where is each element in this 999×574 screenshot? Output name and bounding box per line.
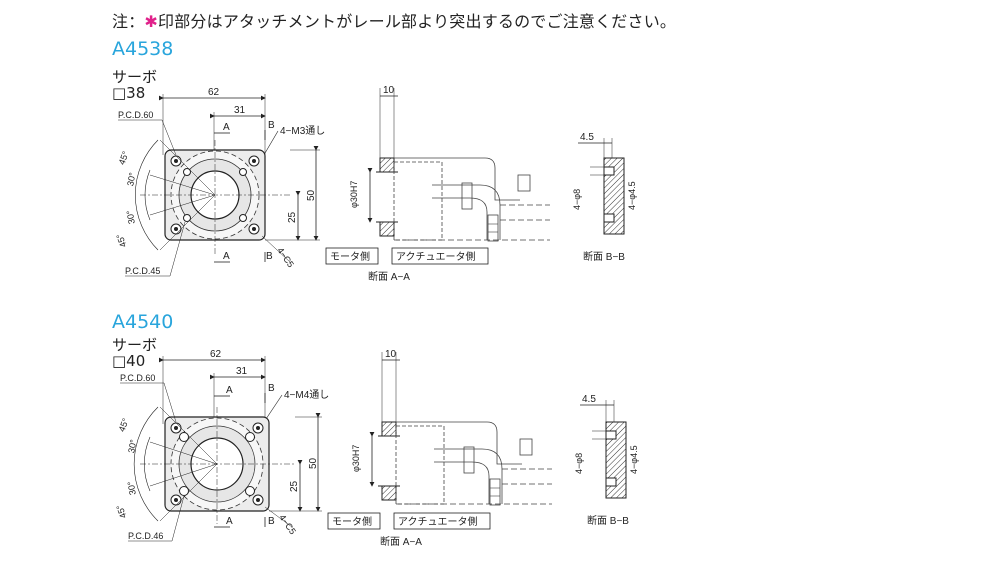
hole-spec: 4−M3通し (280, 125, 325, 137)
section-mark-a-bottom: A (223, 251, 230, 262)
dim-62: 62 (210, 349, 222, 360)
actuator-side-label: アクチュエータ側 (396, 250, 476, 263)
dim-10: 10 (383, 85, 395, 96)
angle-45-top: 45° (117, 149, 131, 166)
pcd-bottom: P.C.D.46 (128, 531, 163, 541)
size-label-2: □40 (112, 352, 146, 370)
dim-31: 31 (236, 366, 248, 377)
section-aa-1: 10 φ30H7 モータ側 アクチュエータ側 断面 A−A (325, 85, 550, 283)
front-view-1: 62 31 A B 4−M3通し 45° (114, 87, 325, 277)
dim-25: 25 (287, 211, 298, 223)
section-mark-a-top: A (226, 385, 233, 396)
dim-50: 50 (308, 457, 319, 469)
type-label-1: サーボ (112, 68, 158, 86)
section-aa-2: 10 φ30H7 モータ側 アクチュエータ側 断面 A−A (327, 349, 552, 548)
dim-4-5: 4.5 (582, 394, 596, 405)
type-label-2: サーボ (112, 336, 158, 354)
angle-45-top: 45° (117, 416, 131, 433)
model-a4538-title: A4538 (112, 38, 174, 60)
section-mark-a-bottom: A (226, 516, 233, 527)
front-view-2: 62 31 A B 4−M4通し 45° 30° 30° 45° P.C.D. (114, 349, 329, 542)
model-a4540-title: A4540 (112, 311, 174, 333)
dim-10: 10 (385, 349, 397, 360)
dim-50: 50 (306, 189, 317, 201)
chamfer-c5: 4−C5 (277, 513, 298, 537)
dim-4-phi8: 4−φ8 (574, 453, 584, 474)
hole-spec: 4−M4通し (284, 389, 329, 401)
pcd-bottom: P.C.D.45 (125, 266, 160, 276)
section-aa-caption: 断面 A−A (380, 535, 422, 548)
dim-25: 25 (289, 480, 300, 492)
dim-62: 62 (208, 87, 220, 98)
section-bb-caption: 断面 B−B (587, 514, 629, 527)
section-mark-b-top: B (268, 383, 275, 394)
angle-45-bottom: 45° (114, 503, 128, 520)
dim-4-phi4-5: 4−φ4.5 (627, 181, 637, 210)
actuator-side-label: アクチュエータ側 (398, 515, 478, 528)
angle-30-bottom: 30° (126, 480, 138, 496)
angle-30-top: 30° (126, 438, 138, 454)
section-mark-a-top: A (223, 122, 230, 133)
motor-side-label: モータ側 (330, 250, 370, 263)
dim-4-phi8: 4−φ8 (572, 189, 582, 210)
section-bb-caption: 断面 B−B (583, 250, 625, 263)
chamfer-c5: 4−C5 (275, 246, 296, 270)
section-mark-b-bottom: B (268, 516, 275, 527)
pcd-top: P.C.D.60 (120, 373, 155, 383)
motor-side-label: モータ側 (332, 515, 372, 528)
section-mark-b-bottom: B (266, 251, 273, 262)
section-mark-b-top: B (268, 120, 275, 131)
angle-45-bottom: 45° (114, 232, 128, 249)
dim-4-phi4-5: 4−φ4.5 (629, 445, 639, 474)
star-mark: ✱ (144, 12, 159, 31)
section-bb-1: 4.5 4−φ8 4−φ4.5 断面 B−B (572, 132, 637, 263)
bore-dim: φ30H7 (351, 445, 361, 472)
dim-4-5: 4.5 (580, 132, 594, 143)
section-aa-caption: 断面 A−A (368, 270, 410, 283)
bore-dim: φ30H7 (349, 181, 359, 208)
section-bb-2: 4.5 4−φ8 4−φ4.5 断面 B−B (574, 394, 639, 527)
size-label-1: □38 (112, 84, 146, 102)
angle-30-bottom: 30° (125, 209, 137, 225)
dim-31: 31 (234, 105, 246, 116)
pcd-top: P.C.D.60 (118, 110, 153, 120)
caution-note: 注：✱印部分はアタッチメントがレール部より突出するのでご注意ください。 (112, 12, 677, 31)
angle-30-top: 30° (125, 171, 137, 187)
